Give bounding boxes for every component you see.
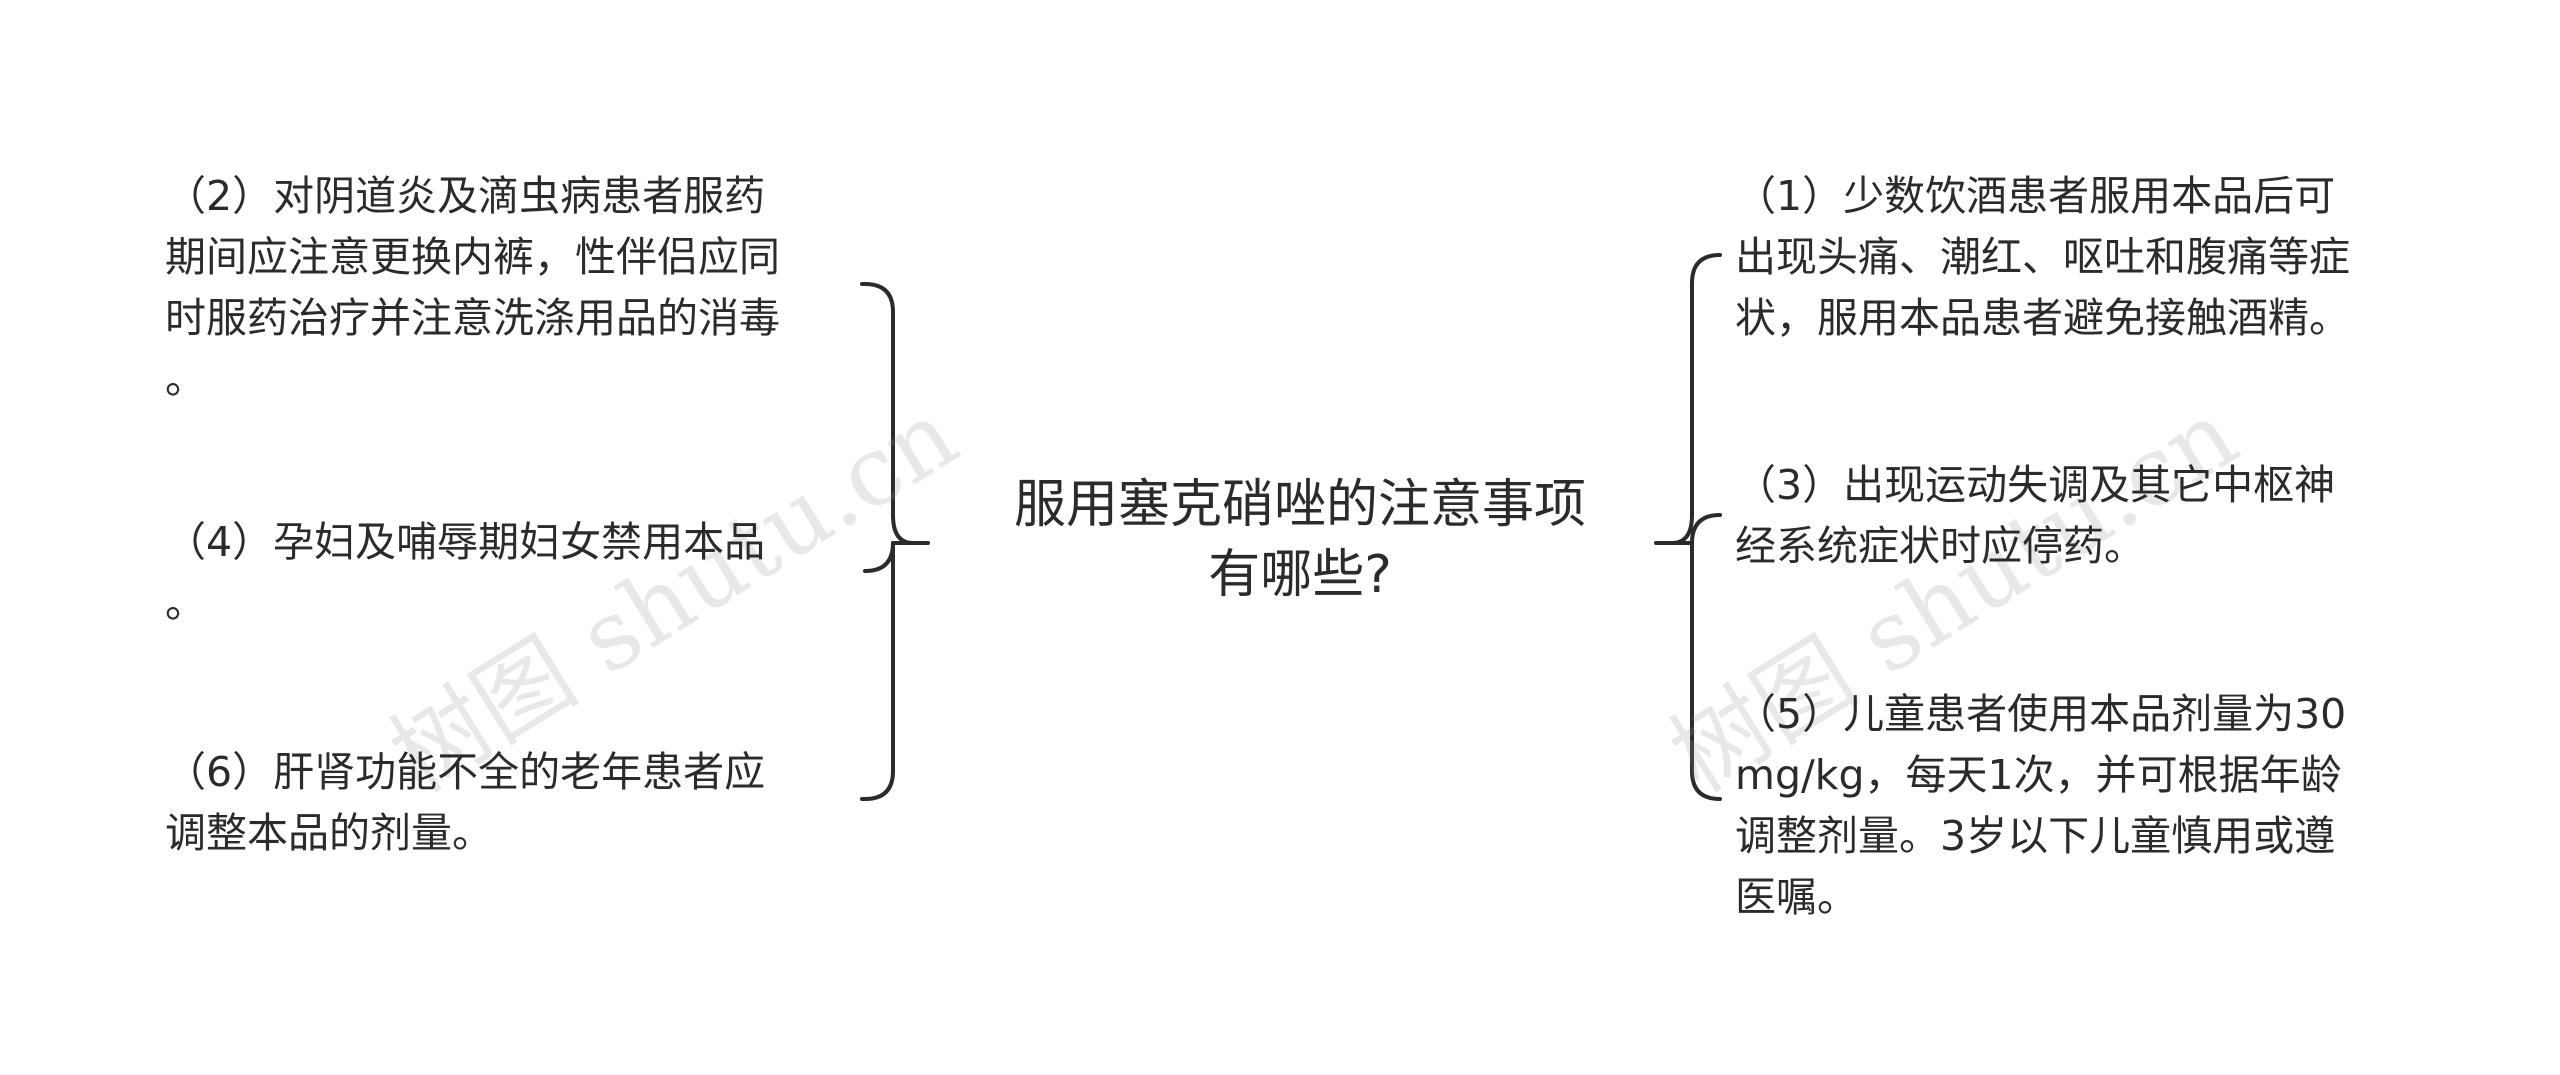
node-text-line: 。 [165, 579, 206, 627]
node-text-line: 期间应注意更换内裤，性伴侣应同 [165, 233, 780, 281]
right-node-item-5: （5）儿童患者使用本品剂量为30 mg/kg，每天1次，并可根据年龄 调整剂量。… [1735, 684, 2346, 928]
node-text-line: 。 [165, 355, 206, 403]
node-text-line: （3）出现运动失调及其它中枢神 [1735, 461, 2336, 509]
left-bracket [863, 282, 915, 801]
node-text-line: 医嘱。 [1735, 873, 1858, 921]
right-node-item-1: （1）少数饮酒患者服用本品后可 出现头痛、潮红、呕吐和腹痛等症 状，服用本品患者… [1735, 166, 2350, 349]
node-text-line: （4）孕妇及哺辱期妇女禁用本品 [165, 518, 766, 566]
right-bracket [1670, 253, 1722, 801]
right-branch-middle [1690, 513, 1722, 545]
left-branch-middle [863, 541, 895, 573]
node-text-line: 经系统症状时应停药。 [1735, 522, 2145, 570]
node-text-line: （5）儿童患者使用本品剂量为30 [1735, 690, 2347, 738]
node-text-line: 调整剂量。3岁以下儿童慎用或遵 [1735, 812, 2336, 860]
central-topic-line-1: 服用塞克硝唑的注意事项 [1013, 475, 1586, 535]
node-text-line: 调整本品的剂量。 [165, 809, 493, 857]
left-node-item-2: （2）对阴道炎及滴虫病患者服药 期间应注意更换内裤，性伴侣应同 时服药治疗并注意… [165, 166, 780, 410]
central-topic: 服用塞克硝唑的注意事项 有哪些? [960, 470, 1640, 610]
node-text-line: （1）少数饮酒患者服用本品后可 [1735, 172, 2336, 220]
central-topic-line-2: 有哪些? [1208, 545, 1392, 605]
left-node-item-6: （6）肝肾功能不全的老年患者应 调整本品的剂量。 [165, 742, 765, 864]
node-text-line: 状，服用本品患者避免接触酒精。 [1735, 294, 2350, 342]
node-text-line: 时服药治疗并注意洗涤用品的消毒 [165, 294, 780, 342]
node-text-line: （2）对阴道炎及滴虫病患者服药 [165, 172, 766, 220]
node-text-line: （6）肝肾功能不全的老年患者应 [165, 748, 766, 796]
node-text-line: mg/kg，每天1次，并可根据年龄 [1735, 751, 2342, 799]
left-node-item-4: （4）孕妇及哺辱期妇女禁用本品 。 [165, 512, 765, 634]
right-node-item-3: （3）出现运动失调及其它中枢神 经系统症状时应停药。 [1735, 455, 2335, 577]
node-text-line: 出现头痛、潮红、呕吐和腹痛等症 [1735, 233, 2350, 281]
